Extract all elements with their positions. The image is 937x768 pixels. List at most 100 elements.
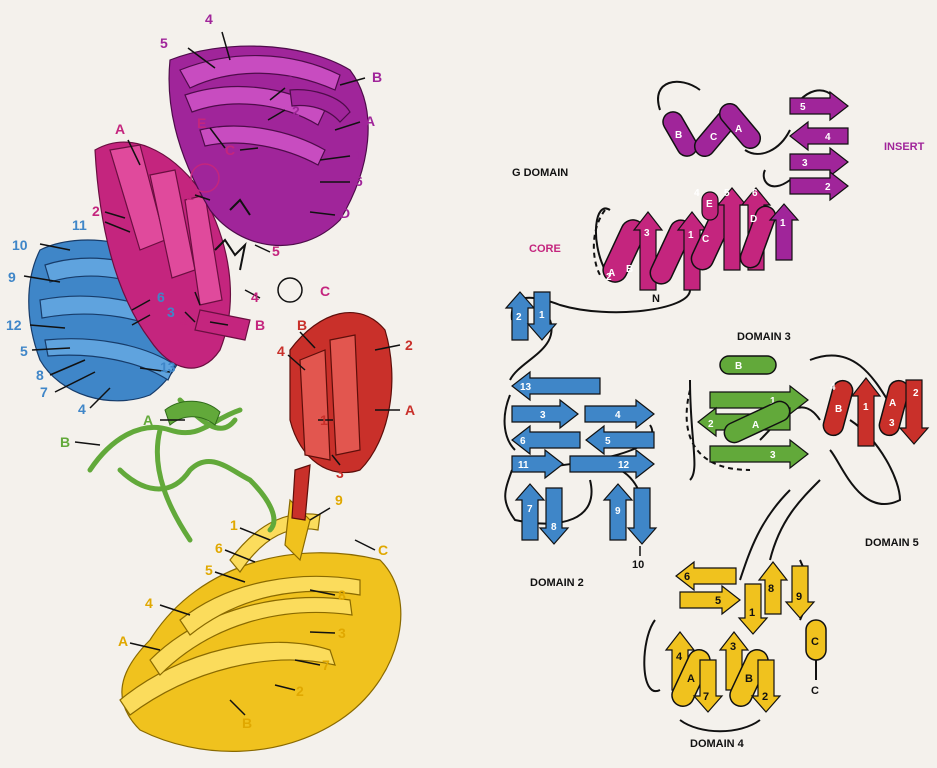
ribbon-label: 13 [160,359,176,375]
topology-diagram: B C A 5 4 3 2 [505,82,928,750]
c-terminus-label: C [811,685,819,697]
ribbon-label: 7 [40,384,48,400]
ribbon-label: C [225,142,235,158]
domain2-strand-12: 12 [570,450,654,478]
element-label: 2 [606,272,612,283]
domain5-subdomain: 4 B 1 A 3 2 [821,378,928,446]
domain4-strand-6: 6 [676,562,736,590]
domain2-subdomain: 2 1 13 3 4 6 5 [506,292,656,571]
strand-label: 9 [615,506,621,517]
domain2-strand-7: 7 [516,484,544,540]
domain5-ribbon [290,313,392,520]
strand-label: 8 [551,522,557,533]
strand-label: 12 [618,460,630,471]
strand-label: 3 [770,450,776,461]
strand-label: 6 [520,436,526,447]
strand-label: 2 [762,691,768,703]
ribbon-label: 3 [336,465,344,481]
domain3-title: DOMAIN 3 [737,331,791,343]
strand-label: 5 [800,102,806,113]
ribbon-label: 3 [167,304,175,320]
ribbon-label: A [115,121,125,137]
ribbon-label: 5 [20,343,28,359]
domain2-strand-9: 9 [604,484,632,540]
domain2-strand-4: 4 [585,400,654,428]
strand-label: 7 [527,504,533,515]
strand-10-label: 10 [632,559,644,571]
helix-label: C [710,132,717,143]
domain3-subdomain: B 1 2 A 3 [698,356,808,468]
helix-label: B [735,361,742,372]
ribbon-label: 2 [296,683,304,699]
domain2-title: DOMAIN 2 [530,577,584,589]
domain3-helix [165,401,220,425]
domain3-ribbon [90,400,274,540]
helix-label: C [811,636,819,648]
ribbon-label: B [60,434,70,450]
strand-label: 4 [676,651,683,663]
ribbon-label: 9 [8,269,16,285]
helix-label: A [687,673,695,685]
domain4-subdomain: 6 5 8 1 9 C C [666,562,826,712]
strand-label: 13 [520,382,532,393]
strand-label: 3 [889,418,895,429]
ribbon-label: A [143,412,153,428]
ribbon-label: 1 [320,412,328,428]
strand-label: 3 [802,158,808,169]
strand-label: 6 [684,571,690,583]
ribbon-label: 2 [405,337,413,353]
strand-label: 7 [703,691,709,703]
ribbon-label: 1 [186,187,194,203]
domain4-title: DOMAIN 4 [690,738,745,750]
ribbon-label: 5 [205,562,213,578]
helix-label: B [745,673,753,685]
domain2-strand-3: 3 [512,400,578,428]
helix-label: B [675,130,682,141]
n-terminus-label: N [652,293,660,305]
ribbon-label: E [197,115,206,131]
strand-label: 4 [615,410,621,421]
core-title: CORE [529,243,561,255]
domain2-strand-11: 11 [512,450,563,478]
insert-helix-b: B [659,108,700,160]
ribbon-label: 4 [205,11,213,27]
ribbon-label: 1 [355,147,363,163]
element-label: 5 [724,188,730,199]
ribbon-label: 2 [92,203,100,219]
ribbon-label: 4 [78,401,86,417]
ribbon-label: D [340,205,350,221]
core-helix-d [738,204,779,271]
strand-label: 2 [825,182,831,193]
helix-label: A [889,398,896,409]
ribbon-label: 1 [230,517,238,533]
ribbon-label: 12 [6,317,22,333]
domain2-strand-8: 8 [540,488,568,544]
helix-circle [278,278,302,302]
strand-label: 1 [539,310,545,321]
ribbon-label: B [297,317,307,333]
ribbon-label: 3 [286,73,294,89]
element-label: E [706,199,713,210]
domain5-title: DOMAIN 5 [865,537,919,549]
strand-label: 4 [825,132,831,143]
ribbon-label: B [255,317,265,333]
ribbon-label: 8 [338,587,346,603]
insert-strand-2: 2 [790,172,848,200]
strand-label: 2 [708,419,714,430]
strand-label: 11 [518,460,529,471]
helix-label: B [835,404,842,415]
element-label: 1 [780,218,786,229]
domain3-strand-3: 3 [710,440,808,468]
ribbon-label: 8 [36,367,44,383]
domain4-strand-5: 5 [680,586,740,614]
ribbon-label: 10 [12,237,28,253]
domain2-strand-10 [628,488,656,544]
ribbon-label: A [118,633,128,649]
domain5-helix-b: 4 B [821,378,855,437]
insert-title: INSERT [884,141,925,153]
g-domain-title: G DOMAIN [512,167,568,179]
insert-strand-3: 3 [790,148,848,176]
strand-label: 4 [830,382,836,393]
strand-label: 1 [863,402,869,413]
helix-label: A [752,420,759,431]
